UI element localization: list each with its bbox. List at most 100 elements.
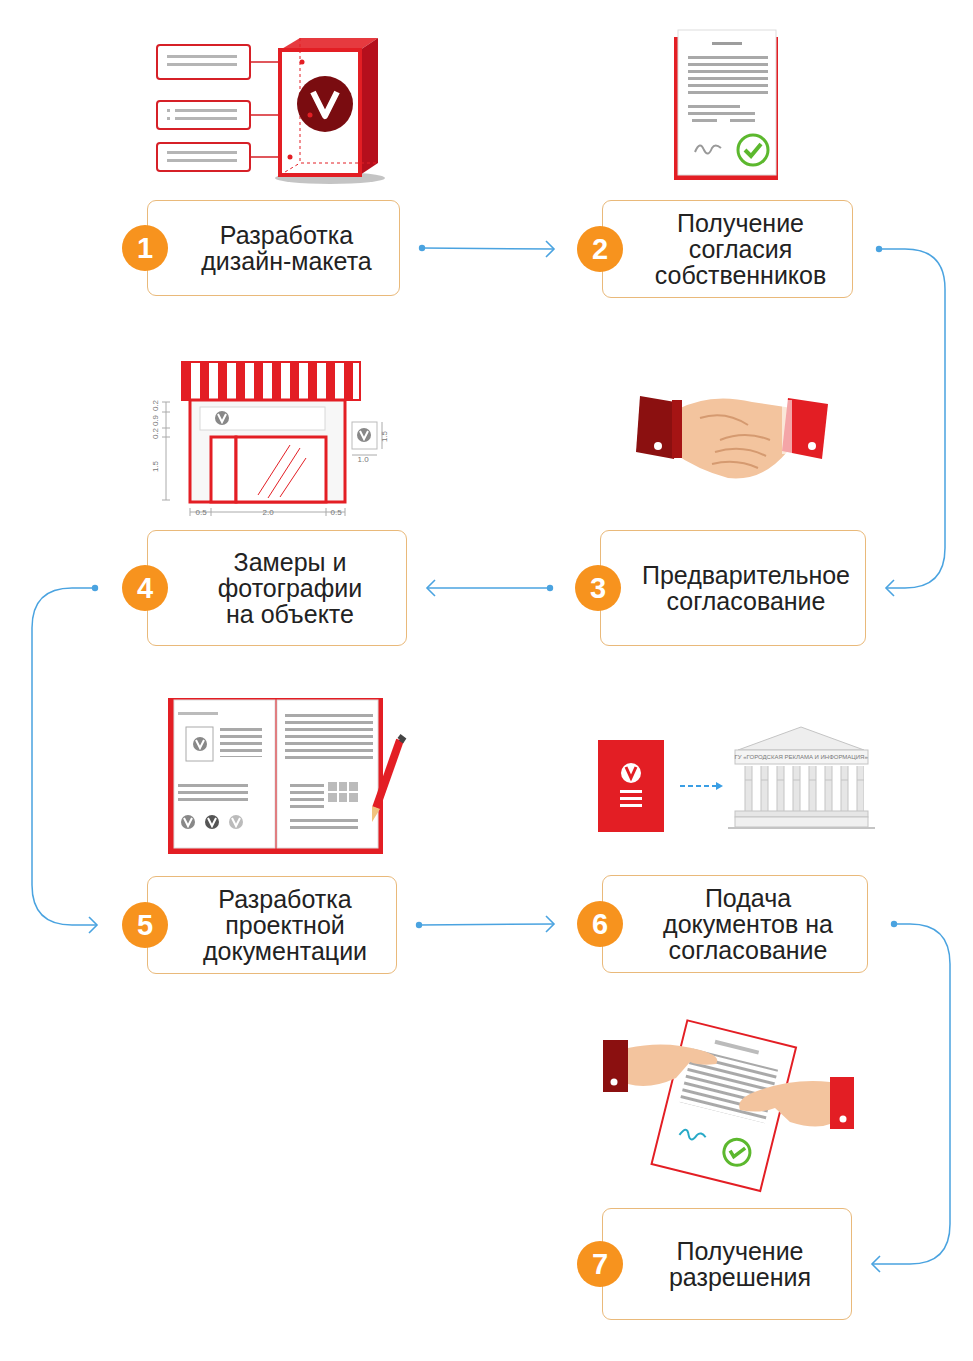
consent-document-part: [745, 144, 761, 156]
documentation-book-part: [178, 712, 218, 715]
connector-line: [419, 924, 554, 925]
documentation-book-part: [328, 782, 358, 802]
consent-document-part: [712, 42, 742, 45]
dimension-label: 0.9: [151, 414, 160, 425]
storefront-part: [352, 422, 382, 455]
process-box: 1Разработка дизайн-макета: [147, 200, 400, 296]
submission-illustration-part: [598, 740, 664, 832]
step-number: 4: [122, 565, 168, 611]
arrow-head: [872, 1256, 880, 1272]
dimension-label: 1.5: [380, 430, 389, 441]
submission-illustration-part: [735, 750, 868, 764]
connector-dot: [92, 585, 98, 591]
handshake-part: [700, 415, 770, 468]
step-label: Получение разрешения: [645, 1238, 835, 1290]
storefront-part: [357, 428, 371, 442]
consent-document-part: [688, 55, 768, 97]
documentation-book-part: [290, 782, 324, 810]
storefront-part: [182, 362, 360, 400]
submission-illustration-part: [620, 804, 642, 807]
step-label: Получение согласия собственников: [641, 210, 841, 288]
storefront-part: [215, 411, 229, 425]
submission-illustration-part: [740, 766, 864, 811]
submission-illustration-part: [620, 797, 642, 800]
step-label: Предварительное согласование: [635, 562, 857, 614]
handshake-part: [672, 398, 792, 478]
documentation-book-part: [208, 818, 216, 826]
process-box: 2Получение согласия собственников: [602, 200, 853, 298]
permission-illustration-part: [628, 1044, 717, 1086]
flow-connector: [32, 585, 98, 933]
documentation-book-part: [205, 815, 219, 829]
step-label: Разработка дизайн-макета: [184, 222, 389, 274]
step-label: Разработка проектной документации: [190, 886, 380, 964]
process-box: 4Замеры и фотографии на объекте: [147, 530, 407, 646]
documentation-book-part: [181, 815, 195, 829]
mockup-illustration-part: [167, 55, 237, 58]
flow-connector: [872, 921, 950, 1272]
documentation-book-part: [328, 782, 358, 802]
step-number: 3: [575, 565, 621, 611]
dimension-label: 0.5: [331, 508, 342, 517]
consent-document-part: [738, 135, 768, 165]
storefront-part: [162, 402, 170, 500]
dimension-label: 1.5: [151, 460, 160, 471]
mockup-illustration-part: [157, 101, 250, 129]
step-label: Подача документов на согласование: [637, 885, 859, 963]
consent-document-part: [678, 30, 776, 175]
submission-illustration-part: [620, 790, 642, 793]
dimension-label: 1.0: [358, 455, 369, 464]
building-inscription: ГУ «ГОРОДСКАЯ РЕКЛАМА И ИНФОРМАЦИЯ»: [735, 753, 868, 762]
handshake-part: [672, 400, 682, 458]
documentation-book-part: [290, 815, 358, 830]
mockup-illustration-part: [280, 38, 378, 175]
connector-dot: [547, 585, 553, 591]
documentation-book-part: [196, 740, 204, 748]
submission-illustration-part: [716, 782, 723, 790]
submission-illustration-part: [735, 817, 868, 827]
permission-illustration-part: [603, 1040, 628, 1092]
connector-line: [32, 588, 97, 925]
submission-illustration-part: [680, 785, 718, 787]
permission-illustration: [603, 1020, 854, 1191]
step-number: 7: [577, 1241, 623, 1287]
process-box: 3Предварительное согласование: [600, 530, 866, 646]
documentation-book-part: [193, 737, 207, 751]
connector-line: [427, 587, 550, 589]
consent-document-part: [692, 112, 717, 124]
documentation-book-part: [184, 818, 192, 826]
mockup-illustration-part: [167, 117, 170, 120]
step-number: 5: [122, 902, 168, 948]
arrow-head: [89, 917, 97, 933]
storefront-part: [360, 431, 368, 439]
mockup-illustration-part: [297, 76, 353, 132]
mockup-illustration-part: [313, 92, 337, 116]
documentation-book-part: [399, 736, 403, 742]
flow-connector: [416, 916, 554, 932]
submission-illustration: [598, 727, 875, 832]
connector-dot: [891, 921, 897, 927]
process-box: 5Разработка проектной документации: [147, 876, 397, 974]
mockup-illustration-part: [167, 109, 170, 112]
permission-illustration-part: [739, 1081, 830, 1127]
dimension-label: 0.5: [196, 508, 207, 517]
documentation-book-part: [174, 700, 275, 848]
handshake-part: [808, 442, 816, 450]
connector-dot: [419, 245, 425, 251]
mockup-illustration-part: [360, 38, 378, 175]
documentation-book-part: [285, 710, 373, 760]
documentation-book-part: [220, 727, 262, 757]
mockup-illustration-part: [308, 113, 313, 118]
documentation-book-part: [229, 815, 243, 829]
submission-illustration-part: [735, 811, 868, 817]
mockup-illustration-part: [167, 151, 237, 154]
mockup-illustration-part: [175, 117, 237, 120]
arrow-head: [546, 916, 554, 932]
storefront-part: [218, 414, 226, 422]
consent-document: [674, 30, 778, 180]
consent-document-part: [695, 145, 721, 153]
process-box: 7Получение разрешения: [602, 1208, 852, 1320]
mockup-illustration-part: [175, 109, 237, 112]
permission-illustration-part-part: [721, 1137, 753, 1169]
